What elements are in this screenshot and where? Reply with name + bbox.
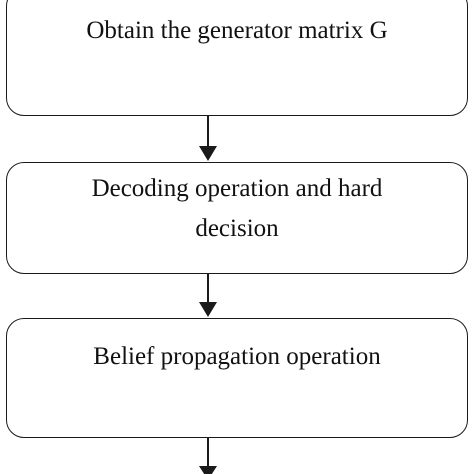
step-2-label: Decoding operation and hard decision xyxy=(7,169,467,249)
arrow-2-to-3 xyxy=(199,274,217,317)
flowchart-step-obtain-generator-matrix: Obtain the generator matrix G xyxy=(6,0,468,116)
arrow-3-out xyxy=(199,438,217,474)
step-2-label-line-2: decision xyxy=(195,215,279,242)
step-3-label: Belief propagation operation xyxy=(93,343,381,370)
step-2-label-line-1: Decoding operation and hard xyxy=(91,175,383,202)
flowchart-step-belief-propagation: Belief propagation operation xyxy=(6,318,468,438)
step-1-label: Obtain the generator matrix G xyxy=(86,17,388,44)
arrow-1-to-2 xyxy=(199,116,217,161)
flowchart-step-decoding-hard-decision: Decoding operation and hard decision xyxy=(6,162,468,274)
